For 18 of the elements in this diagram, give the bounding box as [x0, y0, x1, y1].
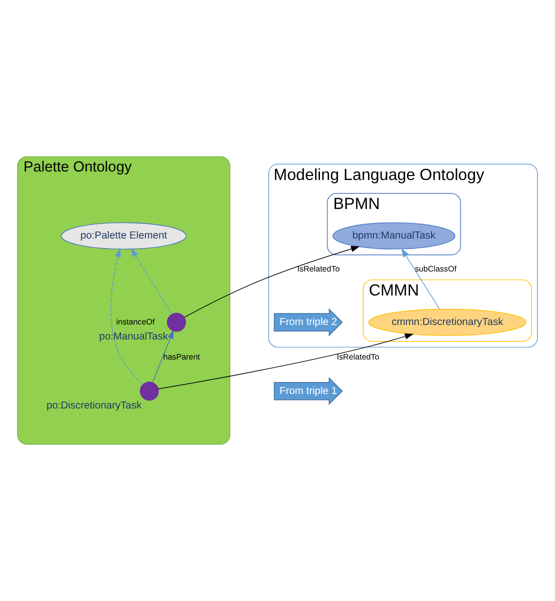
arrow	[184, 246, 360, 318]
node-label: po:DiscretionaryTask	[46, 400, 142, 412]
node-circle	[140, 382, 159, 401]
node-label: po:ManualTask	[99, 332, 168, 343]
arrow	[401, 248, 440, 310]
arrow	[130, 248, 172, 315]
arrow	[110, 248, 144, 385]
edge-label: IsRelatedTo	[297, 264, 340, 274]
node-ellipse: bpmn:ManualTask	[332, 222, 456, 250]
arrow	[158, 333, 414, 390]
node-ellipse: cmmn:DiscretionaryTask	[368, 308, 526, 336]
edge-label: IsRelatedTo	[336, 352, 380, 362]
node-ellipse: po:Palette Element	[60, 222, 187, 250]
edge-label: subClassOf	[414, 264, 456, 274]
edge-label: instanceOf	[116, 317, 155, 326]
edge-label: hasParent	[163, 352, 200, 362]
node-circle	[166, 312, 186, 332]
arrow	[152, 330, 174, 383]
